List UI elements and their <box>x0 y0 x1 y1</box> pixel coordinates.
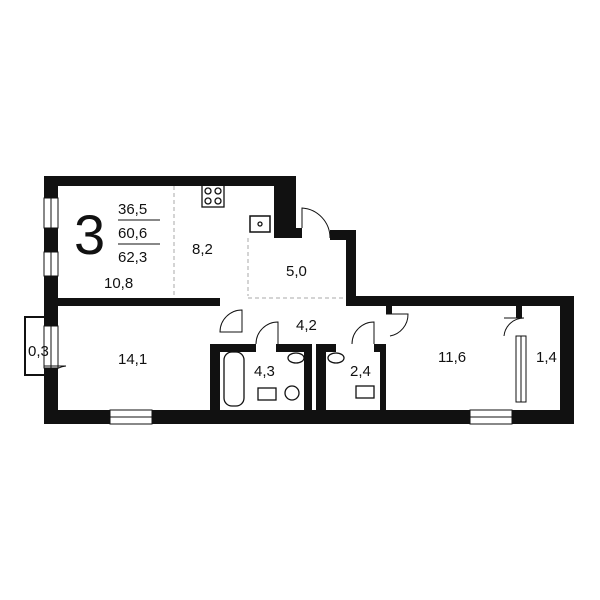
wall-segment <box>44 410 574 424</box>
door-swing-hall <box>301 207 331 239</box>
wall-segment <box>326 344 336 352</box>
walls <box>24 176 574 424</box>
wall-segment <box>330 230 356 240</box>
room-area-balcony-left: 0,3 <box>28 343 49 360</box>
room-area-bedroom-left: 14,1 <box>118 351 147 368</box>
wall-segment <box>276 344 312 352</box>
sink-drain-icon <box>257 221 263 227</box>
room-area-bathroom: 4,3 <box>254 363 275 380</box>
door-swing-bedroom-right <box>386 313 409 337</box>
wall-segment <box>24 316 26 376</box>
wall-segment <box>304 344 312 414</box>
sink-icon <box>249 215 271 233</box>
room-area-bedroom-right: 11,6 <box>438 349 466 366</box>
wall-segment <box>58 298 220 306</box>
bathtub-icon <box>223 351 245 407</box>
door-swing-bedroom-left <box>219 309 243 333</box>
doors <box>44 207 525 389</box>
room-area-corridor: 4,2 <box>296 317 317 334</box>
wall-segment <box>44 176 296 186</box>
room-area-kitchen: 8,2 <box>192 241 213 258</box>
door-swing-balcony-right <box>503 317 525 337</box>
wall-segment <box>24 374 44 376</box>
wall-segment <box>274 186 282 238</box>
room-area-balcony-right: 1,4 <box>536 349 557 366</box>
wall-segment <box>210 344 256 352</box>
ventilation-shaft <box>275 199 285 231</box>
wall-segment <box>296 228 302 238</box>
total-area: 60,6 <box>118 225 147 242</box>
wall-segment <box>24 316 44 318</box>
total-area-with-balcony: 62,3 <box>118 249 147 266</box>
shaft <box>249 199 285 233</box>
wall-segment <box>560 296 574 422</box>
fixtures <box>201 184 375 407</box>
toilet-bathroom-icon <box>287 352 305 364</box>
wall-segment <box>210 344 220 414</box>
door-swing-balcony-left <box>44 365 67 389</box>
room-area-toilet: 2,4 <box>350 363 371 380</box>
sink-toilet-icon <box>355 385 375 399</box>
wall-segment <box>346 296 574 306</box>
toilet-icon <box>327 352 345 364</box>
sink-bathroom-icon <box>257 387 277 401</box>
door-swing-bathroom <box>255 321 279 345</box>
living-area: 36,5 <box>118 201 147 218</box>
wall-segment <box>44 176 58 306</box>
wall-segment <box>386 306 392 314</box>
zone-dividers <box>173 186 346 299</box>
room-count: 3 <box>74 203 105 266</box>
wall-segment <box>380 344 386 414</box>
wall-segment <box>282 176 296 238</box>
room-area-hall: 5,0 <box>286 263 307 280</box>
wall-segment <box>516 306 522 318</box>
room-area-living: 10,8 <box>104 275 133 292</box>
wall-segment <box>346 230 356 306</box>
stove-icon <box>201 184 225 208</box>
wall-segment <box>316 344 326 414</box>
washing-machine-icon <box>284 385 300 401</box>
door-swing-toilet <box>351 321 375 345</box>
windows <box>43 197 527 425</box>
